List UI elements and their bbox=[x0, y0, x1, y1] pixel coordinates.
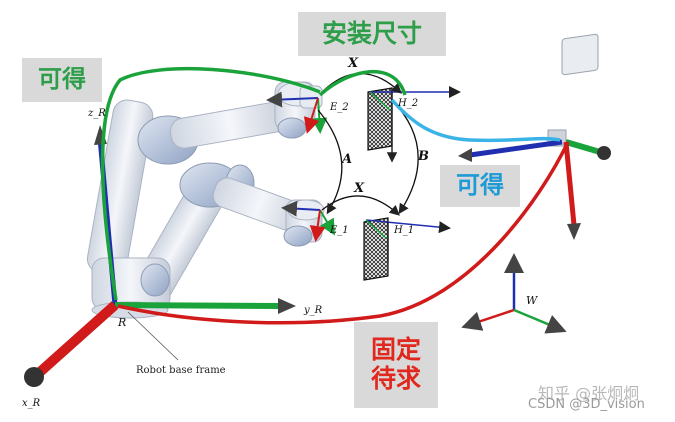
label-e2: E_2 bbox=[329, 102, 349, 113]
camera-z-axis bbox=[563, 141, 577, 226]
label-a: A bbox=[340, 152, 352, 167]
base-frame-pointer bbox=[127, 311, 179, 361]
camera-y-arrowhead bbox=[597, 146, 611, 160]
tag-obtainable-right: 可得 bbox=[440, 165, 520, 207]
watermark-zhihu: 知乎 @张炯炯 bbox=[538, 384, 640, 403]
label-x-bottom: X bbox=[353, 181, 365, 196]
tag-install-size: 安装尺寸 bbox=[298, 12, 446, 56]
curve-green-obtainable bbox=[100, 66, 321, 301]
curve-cyan-obtainable bbox=[390, 98, 561, 143]
label-x-top: X bbox=[347, 56, 359, 71]
label-r: R bbox=[117, 316, 126, 329]
label-w: W bbox=[526, 294, 539, 307]
tag-fixed-line1: 固定 bbox=[370, 335, 421, 365]
label-y-r: y_R bbox=[303, 305, 323, 316]
label-b: B bbox=[417, 149, 429, 164]
camera-x-arrowhead bbox=[458, 148, 472, 162]
camera-y-axis bbox=[565, 139, 601, 155]
base-x-arrowhead bbox=[24, 367, 44, 387]
frame-e2 bbox=[266, 91, 328, 134]
camera-z-arrowhead bbox=[567, 223, 581, 240]
label-robot-base-frame: Robot base frame bbox=[136, 365, 226, 376]
camera-x-axis bbox=[469, 139, 563, 158]
label-e1: E_1 bbox=[329, 225, 349, 236]
arc-a bbox=[317, 109, 343, 215]
label-h1: H_1 bbox=[393, 225, 414, 236]
tag-obtainable-left: 可得 bbox=[22, 58, 102, 102]
arc-b bbox=[391, 99, 419, 215]
label-x-r: x_R bbox=[22, 398, 41, 409]
tag-fixed-unknown: 固定 待求 bbox=[354, 322, 438, 408]
tag-fixed-line2: 待求 bbox=[370, 364, 421, 393]
curve-red-fixed bbox=[117, 141, 570, 325]
label-h2: H_2 bbox=[397, 98, 418, 109]
world-frame bbox=[461, 253, 567, 334]
base-y-axis bbox=[114, 302, 279, 309]
arc-x-bottom bbox=[321, 195, 400, 216]
curve-green-install bbox=[318, 70, 407, 97]
camera bbox=[547, 33, 599, 147]
label-z-r: z_R bbox=[87, 108, 106, 119]
calibration-board-upper bbox=[367, 86, 461, 163]
watermark-csdn: CSDN @3D_vision bbox=[528, 397, 645, 412]
base-x-axis bbox=[36, 301, 119, 376]
frame-e1 bbox=[281, 200, 336, 242]
base-y-arrowhead bbox=[278, 298, 296, 314]
calibration-board-lower bbox=[363, 217, 451, 281]
